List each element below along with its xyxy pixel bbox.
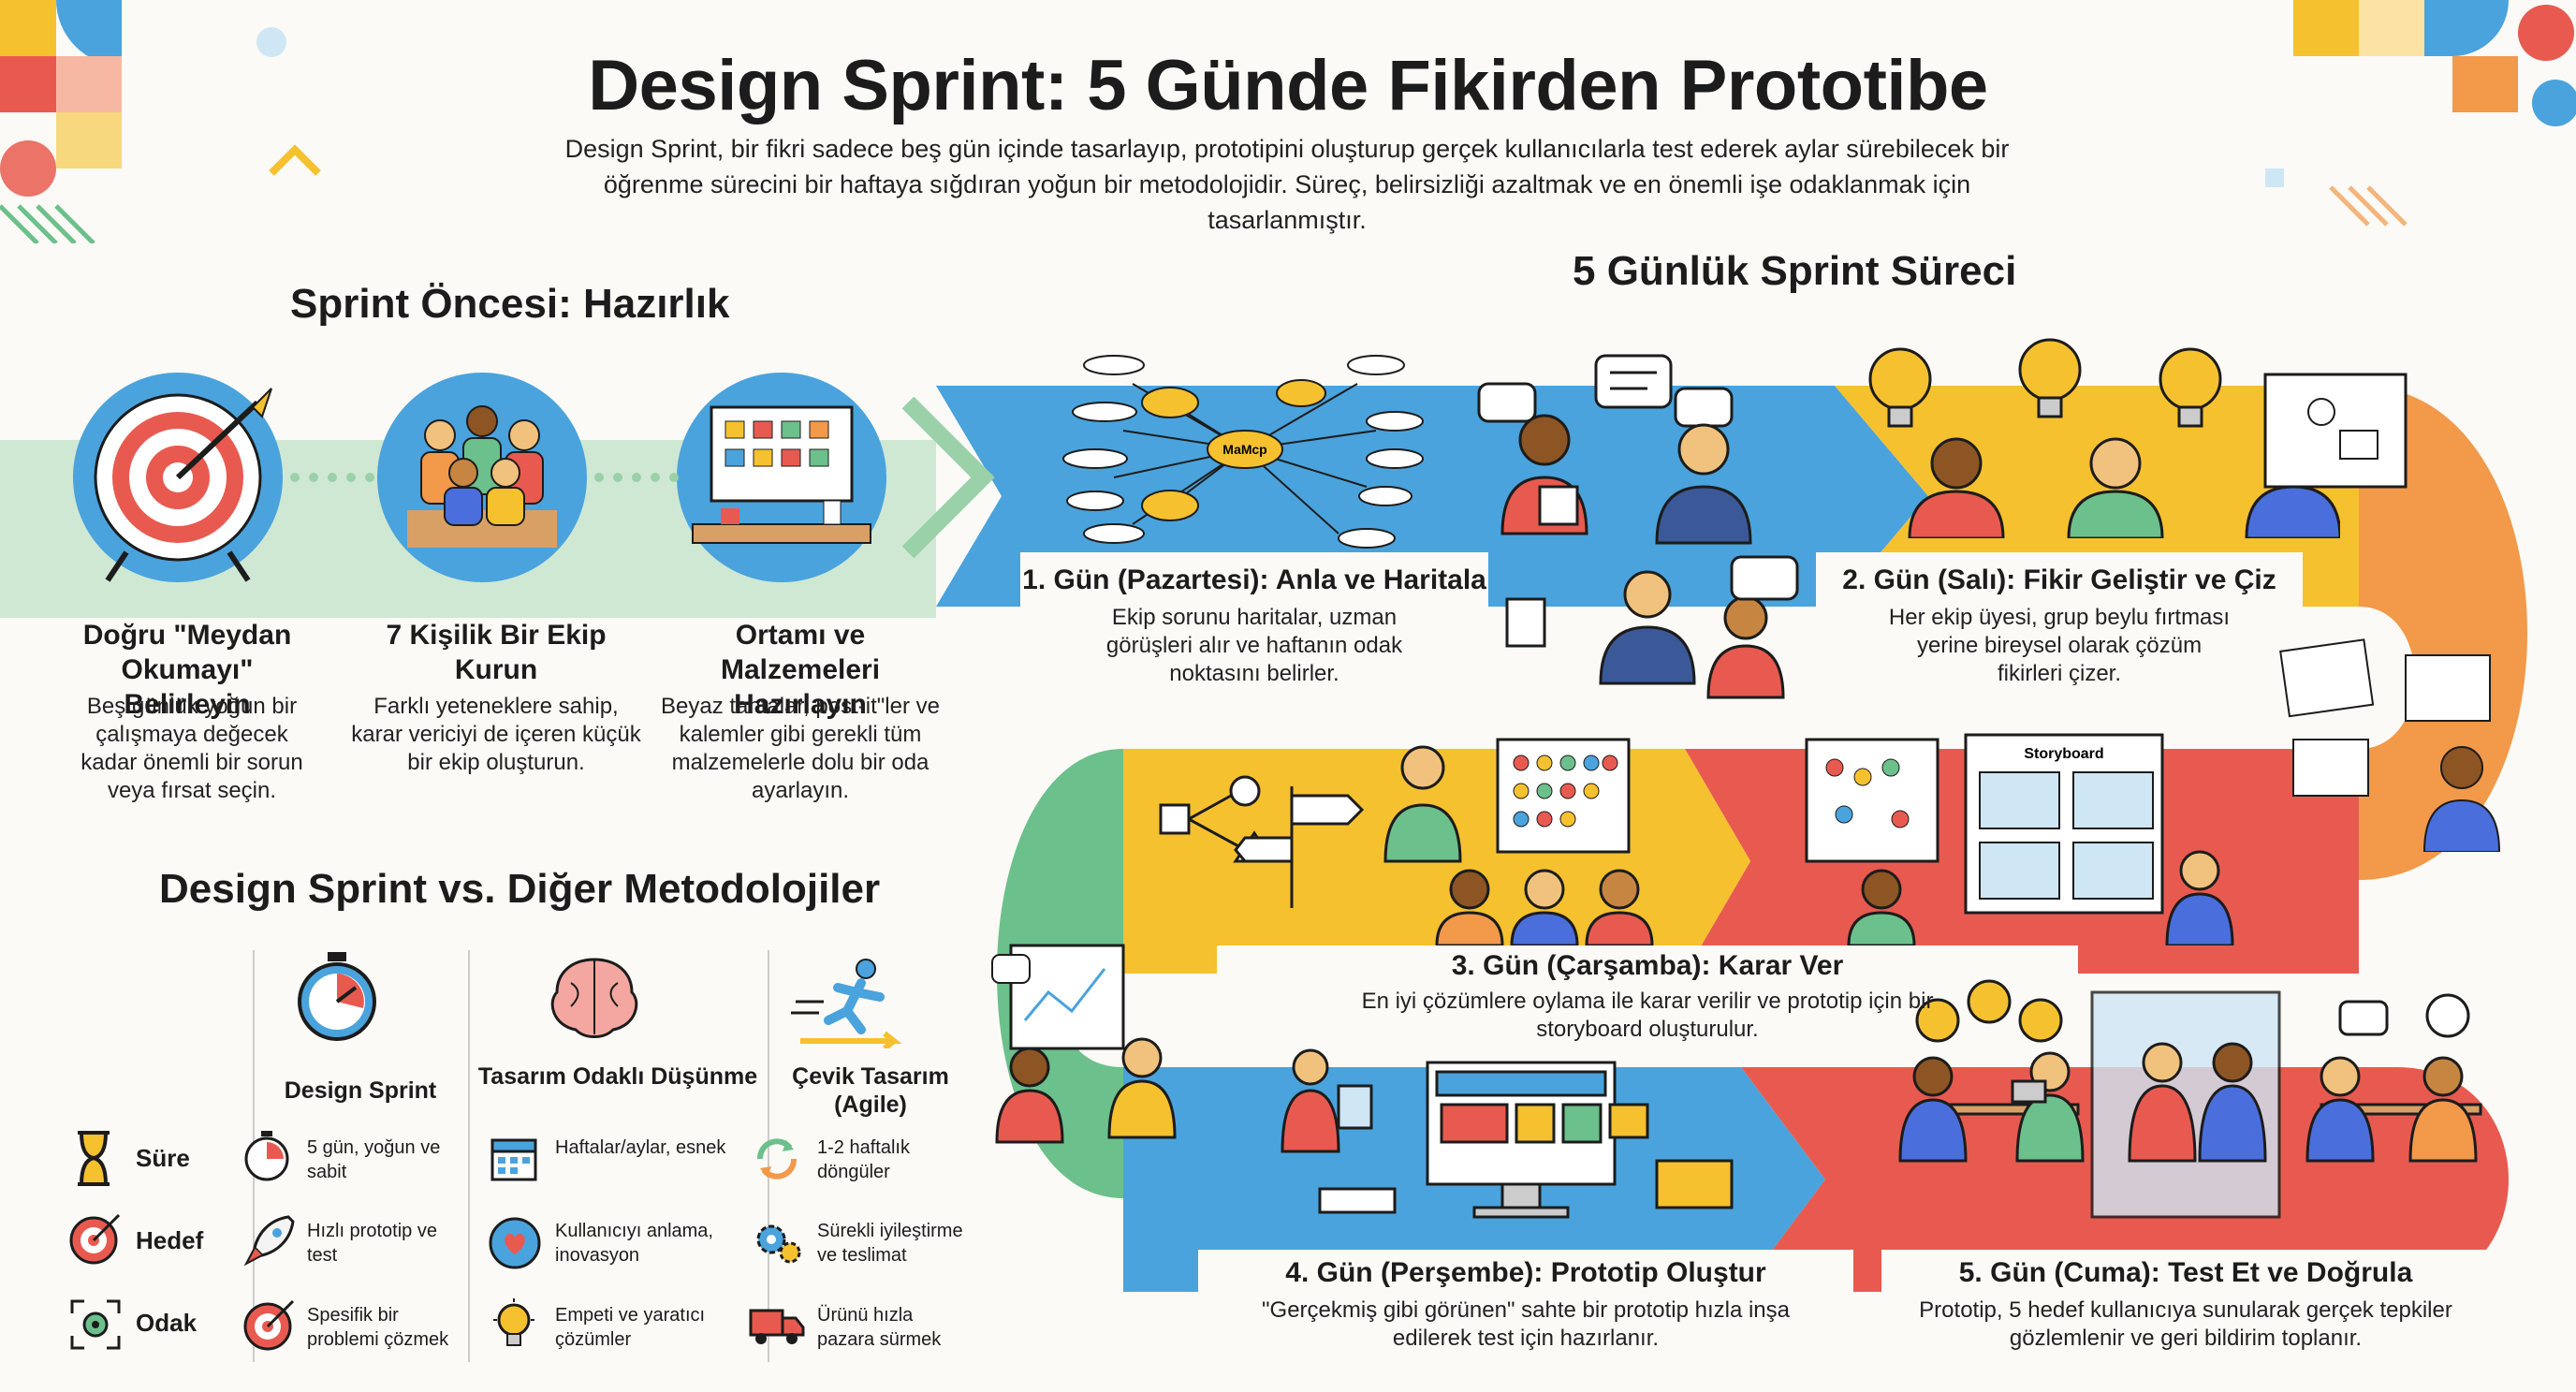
intro-line-2: öğrenme sürecini bir haftaya sığdıran yo… bbox=[603, 170, 1971, 234]
day1-desc: Ekip sorunu haritalar, uzman görüşleri a… bbox=[1105, 605, 1403, 686]
day5-title: 5. Gün (Cuma): Test Et ve Doğrula bbox=[1958, 1257, 2413, 1288]
day1-text-panel bbox=[1020, 552, 1488, 702]
day2-desc: Her ekip üyesi, grup beylu fırtması yeri… bbox=[1888, 605, 2231, 686]
team-icon bbox=[377, 373, 587, 582]
page-title: Design Sprint: 5 Günde Fikirden Prototib… bbox=[588, 46, 1988, 125]
cell-agile-odak: Ürünü hızla pazara sürmek bbox=[817, 1305, 942, 1350]
chevron-arrow bbox=[901, 396, 995, 559]
day2-text-panel bbox=[1816, 552, 2303, 702]
flowchart-icon bbox=[1159, 775, 1365, 908]
prep-card-3-desc: Beyaz tahtalar, post-it"ler ve kalemler … bbox=[661, 694, 940, 803]
mindmap-illustration: МаМср bbox=[1062, 355, 1424, 549]
day3-title: 3. Gün (Çarşamba): Karar Ver bbox=[1451, 950, 1844, 981]
day2-title: 2. Gün (Salı): Fikir Geliştir ve Çiz bbox=[1842, 564, 2276, 595]
day4-title: 4. Gün (Perşembe): Prototip Oluştur bbox=[1285, 1257, 1766, 1288]
running-person-icon bbox=[791, 959, 902, 1048]
table-divider bbox=[768, 950, 769, 1362]
dot-decoration bbox=[256, 27, 286, 57]
column-header-design-thinking: Tasarım Odaklı Düşünme bbox=[477, 1063, 758, 1090]
lightbulb-icon bbox=[493, 1298, 534, 1346]
cell-agile-sure: 1-2 haftalık döngüler bbox=[817, 1137, 910, 1182]
prep-card-3-title: Ortamı ve Malzemeleri Hazırlayın bbox=[720, 620, 881, 720]
timer-icon bbox=[244, 1131, 289, 1181]
prep-card-2-desc: Farklı yeteneklere sahip, karar vericiyi… bbox=[351, 694, 641, 775]
comparison-heading: Design Sprint vs. Diğer Metodolojiler bbox=[159, 866, 881, 912]
delivery-truck-icon bbox=[749, 1309, 805, 1344]
row-label-sure: Süre bbox=[136, 1144, 190, 1172]
dots-connector bbox=[290, 473, 374, 482]
chevron-decoration bbox=[269, 144, 321, 176]
process-heading: 5 Günlük Sprint Süreci bbox=[1573, 248, 2017, 294]
day1-title: 1. Gün (Pazartesi): Anla ve Haritala bbox=[1022, 564, 1486, 595]
prep-card-1-title: Doğru "Meydan Okumayı" Belirleyin bbox=[82, 620, 292, 720]
cell-design-thinking-odak: Empeti ve yaratıcı çözümler bbox=[555, 1305, 706, 1350]
prep-card-1-desc: Beş günlük yoğun bir çalışmaya değecek k… bbox=[80, 694, 303, 803]
prototype-build-illustration bbox=[1281, 1048, 1734, 1219]
day5-desc: Prototip, 5 hedef kullanıcıya sunularak … bbox=[1919, 1297, 2452, 1351]
prep-card-2-title: 7 Kişilik Bir Ekip Kurun bbox=[386, 620, 607, 685]
corner-decoration-top-right bbox=[2265, 0, 2576, 227]
focus-icon bbox=[70, 1299, 121, 1350]
dots-connector bbox=[594, 473, 679, 482]
voting-illustration bbox=[1383, 738, 1654, 945]
corner-decoration-top-left bbox=[0, 0, 122, 243]
day4-text-panel bbox=[1198, 1250, 1853, 1362]
sketch-board-icon bbox=[2263, 373, 2408, 489]
target-small-icon bbox=[69, 1213, 121, 1265]
cycle-arrows-icon bbox=[757, 1138, 797, 1180]
brain-icon bbox=[550, 958, 638, 1038]
rocket-icon bbox=[243, 1215, 295, 1267]
storyboard-label: Storyboard bbox=[2024, 746, 2103, 762]
cell-design-thinking-sure: Haftalar/aylar, esnek bbox=[555, 1137, 726, 1158]
user-testing-illustration bbox=[1898, 979, 2482, 1219]
target-arrow-icon bbox=[243, 1299, 295, 1351]
row-label-hedef: Hedef bbox=[136, 1226, 204, 1254]
row-label-odak: Odak bbox=[136, 1309, 198, 1337]
cell-design-thinking-hedef: Kullanıcıyı anlama, inovasyon bbox=[555, 1221, 713, 1266]
expert-discussion-illustration bbox=[1477, 354, 1799, 699]
whiteboard-icon bbox=[677, 373, 886, 582]
cell-design-sprint-hedef: Hızlı prototip ve test bbox=[307, 1221, 437, 1266]
stopwatch-icon bbox=[298, 952, 376, 1041]
calendar-icon bbox=[490, 1138, 537, 1181]
day5-text-panel bbox=[1881, 1250, 2490, 1362]
user-heart-icon bbox=[489, 1217, 541, 1269]
day3-desc: En iyi çözümlere oylama ile karar verili… bbox=[1361, 989, 1934, 1042]
ideation-illustration bbox=[1868, 338, 2340, 538]
prototype-planning-illustration bbox=[991, 944, 1177, 1144]
gear-icon bbox=[756, 1224, 801, 1264]
column-header-design-sprint: Design Sprint bbox=[284, 1077, 437, 1104]
mindmap-center-label: МаМср bbox=[1222, 442, 1266, 457]
table-divider bbox=[468, 950, 470, 1362]
intro-line-1: Design Sprint, bir fikri sadece beş gün … bbox=[564, 135, 2010, 163]
cell-design-sprint-sure: 5 gün, yoğun ve sabit bbox=[307, 1137, 441, 1182]
cell-agile-hedef: Sürekli iyileştirme ve teslimat bbox=[817, 1221, 963, 1266]
cell-design-sprint-odak: Spesifik bir problemi çözmek bbox=[307, 1305, 449, 1350]
column-header-agile: Çevik Tasarım (Agile) bbox=[792, 1063, 949, 1118]
sketch-papers-illustration bbox=[2279, 638, 2501, 852]
day4-desc: "Gerçekmiş gibi görünen" sahte bir proto… bbox=[1262, 1297, 1790, 1351]
target-icon bbox=[73, 373, 283, 582]
storyboard-illustration: Storyboard bbox=[1805, 733, 2234, 945]
hourglass-icon bbox=[78, 1131, 110, 1186]
intro-text: Design Sprint, bir fikri sadece beş gün … bbox=[524, 131, 2050, 238]
prep-heading: Sprint Öncesi: Hazırlık bbox=[290, 281, 730, 327]
